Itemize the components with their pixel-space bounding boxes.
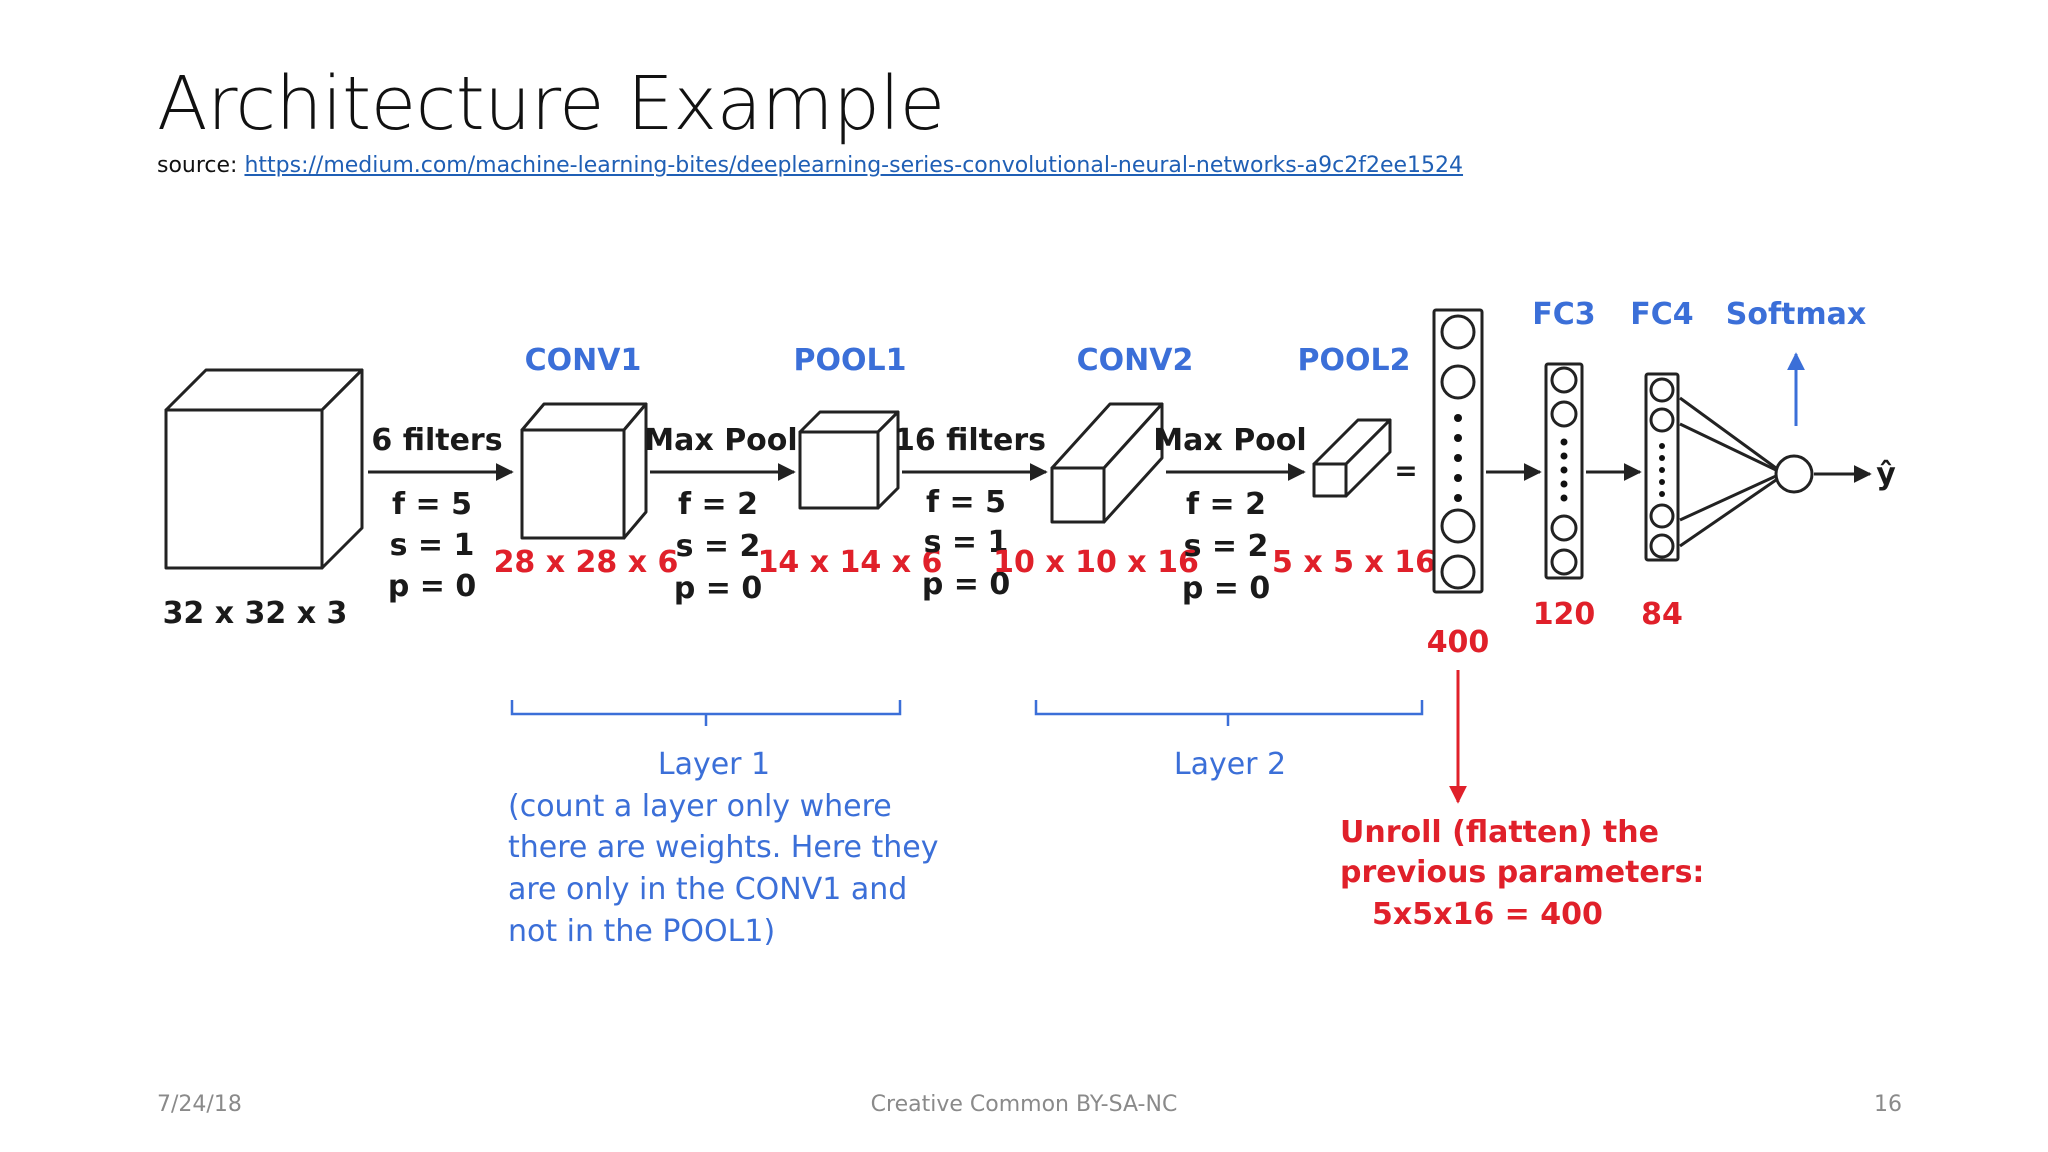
- fc3-layer: [1544, 362, 1584, 580]
- layer1-label: Layer 1: [658, 747, 770, 782]
- footer-date: 7/24/18: [157, 1092, 242, 1117]
- layer1-note-line3: are only in the CONV1 and: [508, 872, 907, 907]
- input-dims: 32 x 32 x 3: [163, 596, 348, 631]
- conv2-s-param: s = 1: [924, 525, 1009, 560]
- unroll-note-line1: Unroll (flatten) the: [1340, 815, 1659, 850]
- conv2-p-param: p = 0: [922, 567, 1010, 602]
- layer1-note-line2: there are weights. Here they: [508, 830, 938, 865]
- pool2-f-param: f = 2: [1186, 487, 1266, 522]
- conv1-label: CONV1: [525, 343, 642, 378]
- conv1-output-dims: 28 x 28 x 6: [494, 545, 679, 580]
- pool2-op-label: Max Pool: [1153, 423, 1306, 458]
- pool1-f-param: f = 2: [678, 487, 758, 522]
- pool1-volume: [798, 410, 900, 510]
- fc4-label: FC4: [1630, 297, 1693, 332]
- pool2-label: POOL2: [1298, 343, 1411, 378]
- conv2-f-param: f = 5: [926, 485, 1006, 520]
- pool1-p-param: p = 0: [674, 571, 762, 606]
- source-prefix: source:: [157, 153, 245, 178]
- pool2-output-dims: 5 x 5 x 16: [1272, 545, 1436, 580]
- pool2-p-param: p = 0: [1182, 571, 1270, 606]
- fc4-size: 84: [1641, 597, 1683, 632]
- layer1-note-line1: (count a layer only where: [508, 789, 892, 824]
- softmax-label: Softmax: [1726, 297, 1866, 332]
- conv2-op-label: 16 filters: [894, 423, 1046, 458]
- output-yhat: ŷ: [1876, 457, 1896, 492]
- softmax-connections: [1679, 396, 1777, 548]
- input-volume: [164, 368, 364, 570]
- footer-page-number: 16: [1874, 1092, 1902, 1117]
- pool1-label: POOL1: [794, 343, 907, 378]
- conv1-p-param: p = 0: [388, 569, 476, 604]
- conv1-op-label: 6 filters: [371, 423, 502, 458]
- pool1-op-label: Max Pool: [644, 423, 797, 458]
- source-link[interactable]: https://medium.com/machine-learning-bite…: [244, 153, 1464, 178]
- conv1-volume: [520, 402, 648, 540]
- flatten-size: 400: [1427, 625, 1490, 660]
- unroll-note-line2: previous parameters:: [1340, 855, 1704, 890]
- conv2-output-dims: 10 x 10 x 16: [993, 545, 1199, 580]
- conv1-f-param: f = 5: [392, 487, 472, 522]
- layer1-note-line4: not in the POOL1): [508, 914, 775, 949]
- flatten-vector: [1432, 308, 1484, 594]
- pool1-output-dims: 14 x 14 x 6: [758, 545, 943, 580]
- cnn-architecture-diagram: 32 x 32 x 3 6 filters f = 5 s = 1 p = 0 …: [163, 297, 1897, 949]
- fc4-layer: [1644, 372, 1680, 562]
- layer2-brace: [1034, 700, 1424, 726]
- layer1-brace: [510, 700, 902, 726]
- pool2-volume: [1312, 418, 1392, 498]
- equals-sign: =: [1394, 454, 1417, 487]
- conv2-label: CONV2: [1077, 343, 1194, 378]
- fc3-size: 120: [1533, 597, 1596, 632]
- source-line: source: https://medium.com/machine-learn…: [157, 152, 1463, 180]
- fc3-label: FC3: [1532, 297, 1595, 332]
- pool1-s-param: s = 2: [676, 529, 761, 564]
- layer2-label: Layer 2: [1174, 747, 1286, 782]
- pool2-s-param: s = 2: [1184, 529, 1269, 564]
- conv2-volume: [1050, 402, 1164, 524]
- footer-license: Creative Common BY-SA-NC: [870, 1092, 1178, 1117]
- softmax-node: [1774, 454, 1814, 494]
- conv1-s-param: s = 1: [390, 528, 475, 563]
- slide-title: Architecture Example: [157, 61, 945, 147]
- unroll-note-line3: 5x5x16 = 400: [1372, 897, 1603, 932]
